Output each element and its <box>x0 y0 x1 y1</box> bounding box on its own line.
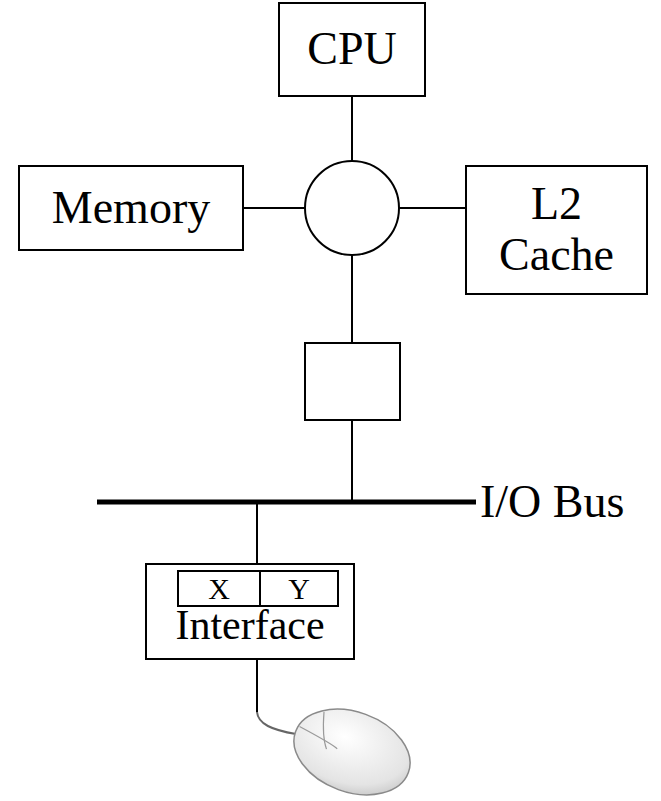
bridge-wire <box>351 255 353 343</box>
cache-wire <box>399 207 465 209</box>
node-label: Y <box>288 572 310 605</box>
node-label: CPU <box>307 24 396 75</box>
bus-label: I/O Bus <box>480 477 624 528</box>
bridge-bus-wire <box>351 420 353 502</box>
node-label: Memory <box>52 183 210 234</box>
device-wire <box>256 660 258 712</box>
node-label: Interface <box>175 602 324 648</box>
cpu-wire <box>351 97 353 161</box>
node-label: L2 Cache <box>485 179 628 280</box>
mouse-body <box>282 694 422 801</box>
switch-circle <box>305 161 399 255</box>
component-box: InterfaceX Y <box>145 563 355 660</box>
io-bus-line <box>97 500 476 505</box>
mouse-icon <box>282 694 422 801</box>
mouse-cable <box>257 712 296 734</box>
component-box: Memory <box>18 165 244 251</box>
bridge-box <box>305 343 400 420</box>
node-label: X <box>208 572 230 605</box>
register-box: Y <box>259 570 339 607</box>
mouse-button-line <box>312 712 338 749</box>
register-box: X <box>177 570 261 607</box>
component-box: CPU <box>278 2 426 97</box>
mouse-button-line <box>297 727 340 749</box>
interface-bus-wire <box>256 502 258 563</box>
component-box: L2 Cache <box>465 165 648 295</box>
memory-wire <box>244 207 305 209</box>
